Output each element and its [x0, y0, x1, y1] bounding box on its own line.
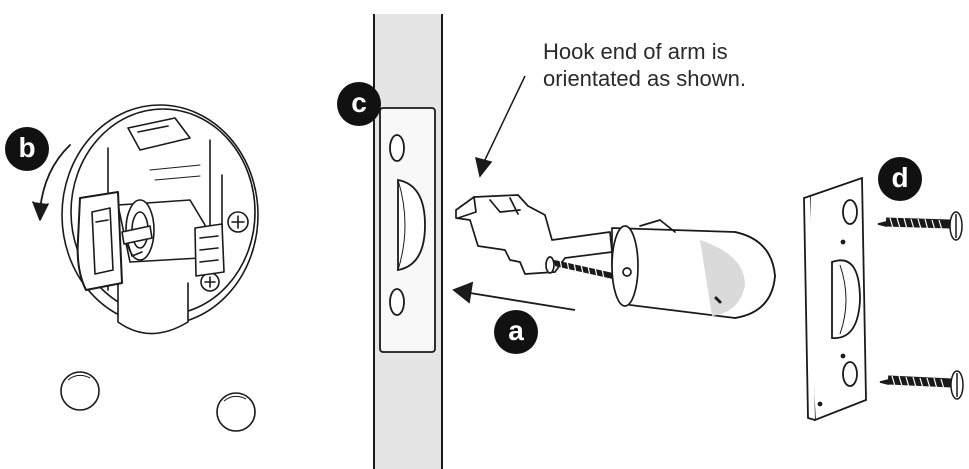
callout-line-2: orientated as shown. [543, 66, 747, 91]
latch-assembly [455, 194, 776, 319]
insert-direction-arrow [452, 281, 576, 311]
step-badge-a: a [494, 310, 538, 354]
step-badge-d: d [878, 157, 922, 201]
screw-top [877, 211, 963, 241]
face-plate [379, 107, 436, 353]
hole-plug-left [60, 371, 100, 411]
strike-plate [803, 176, 867, 422]
step-badge-b: b [5, 127, 49, 171]
callout-note: Hook end of arm is orientated as shown. [543, 38, 746, 92]
screw-bottom [879, 370, 964, 400]
hole-plug-right [216, 392, 256, 432]
callout-line-1: Hook end of arm is [543, 39, 728, 64]
step-badge-c: c [337, 82, 381, 126]
lock-cylinder-assembly [32, 104, 259, 335]
callout-pointer [474, 75, 526, 178]
